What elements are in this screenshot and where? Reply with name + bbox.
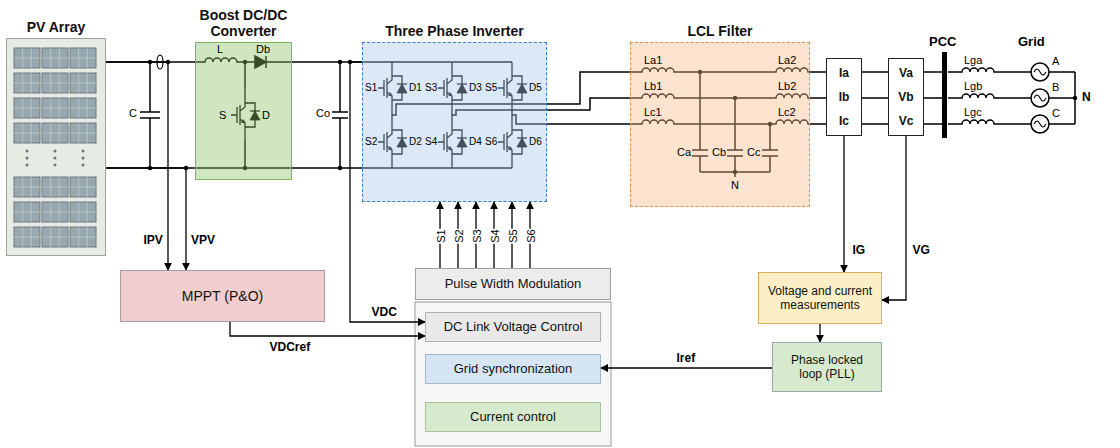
component-label: S2: [365, 136, 377, 148]
component-label: S5: [485, 82, 497, 94]
component-label: Lc2: [778, 106, 796, 118]
signal-label: Iref: [677, 351, 696, 365]
box-label: Ib: [839, 90, 850, 104]
component-label: La2: [778, 54, 796, 66]
component-label: D2: [409, 136, 422, 148]
measurement-block: Voltage and current measurements: [758, 272, 882, 324]
box-label: Current control: [470, 409, 556, 425]
signal-label: S2: [451, 228, 465, 243]
signal-label: VPV: [191, 233, 215, 247]
pwm-block: Pulse Width Modulation: [415, 268, 611, 300]
component-label: B: [1052, 81, 1059, 93]
component-label: D6: [529, 136, 542, 148]
box-label: Ia: [839, 66, 849, 80]
signal-label: VDC: [372, 305, 397, 319]
signal-arrow: [601, 367, 772, 368]
box-label: DC Link Voltage Control: [444, 319, 583, 335]
pcc-bus-bar: [942, 52, 947, 138]
component-label: D4: [469, 136, 482, 148]
component-label: N: [731, 179, 739, 191]
component-label: S1: [365, 82, 377, 94]
box-label: Vc: [899, 114, 914, 128]
box-label: MPPT (P&O): [182, 288, 263, 305]
block-title: LCL Filter: [645, 23, 795, 39]
signal-label: S4: [487, 228, 501, 243]
component-label: La1: [644, 54, 662, 66]
signal-label: IPV: [144, 233, 163, 247]
component-label: PCC: [929, 34, 956, 49]
component-label: D3: [469, 82, 482, 94]
component-label: Cc: [747, 146, 760, 158]
block-title: Three Phase Inverter: [360, 23, 550, 39]
component-label: S6: [485, 136, 497, 148]
power-wire: [810, 97, 826, 99]
mppt-block: MPPT (P&O): [120, 270, 325, 322]
signal-label: IG: [853, 243, 866, 257]
box-label: Pulse Width Modulation: [445, 276, 582, 292]
component-label: Co: [316, 107, 330, 119]
signal-label: S1: [433, 228, 447, 243]
inverter-block: Three Phase Inverter: [362, 42, 547, 202]
grid-sync-block: Grid synchronization: [425, 354, 601, 384]
component-label: Cb: [712, 146, 726, 158]
signal-label: S6: [523, 228, 537, 243]
component-label: A: [1052, 55, 1059, 67]
signal-label: S3: [469, 228, 483, 243]
box-label: Ic: [839, 114, 849, 128]
component-label: Lc1: [644, 106, 662, 118]
component-label: Lga: [964, 54, 982, 66]
box-label: Vb: [898, 90, 913, 104]
box-label: Voltage and current measurements: [764, 284, 876, 313]
voltage-sensor-box: VaVbVc: [888, 58, 924, 136]
component-label: Lb2: [778, 80, 796, 92]
component-label: D5: [529, 82, 542, 94]
component-label: S: [219, 109, 226, 121]
current-sensor-box: IaIbIc: [826, 58, 862, 136]
signal-label: VDCref: [270, 340, 311, 354]
component-label: Lgc: [964, 106, 982, 118]
block-title: Boost DC/DC Converter: [182, 7, 306, 39]
signal-arrow: [106, 168, 186, 270]
boost-converter-block: Boost DC/DC Converter: [195, 42, 292, 180]
control-frame: [415, 302, 611, 446]
component-label: N: [1082, 91, 1091, 103]
component-label: S4: [425, 136, 437, 148]
signal-arrow: [819, 324, 820, 342]
component-label: Lb1: [644, 80, 662, 92]
component-label: Db: [256, 43, 270, 55]
box-label: Va: [899, 66, 913, 80]
component-label: C: [129, 107, 137, 119]
component-label: Lgb: [964, 80, 982, 92]
power-wire: [862, 97, 888, 99]
block-title: PV Array: [6, 19, 106, 35]
component-label: D: [262, 109, 270, 121]
pv-array-block: PV Array: [6, 38, 106, 256]
component-label: S3: [425, 82, 437, 94]
component-label: C: [1052, 107, 1060, 119]
box-label: Grid synchronization: [454, 361, 573, 377]
component-label: Ca: [677, 146, 691, 158]
signal-arrow: [882, 136, 906, 300]
pll-block: Phase locked loop (PLL): [772, 342, 882, 392]
box-label: Phase locked loop (PLL): [778, 353, 876, 382]
signal-arrow: [843, 136, 844, 272]
dc-link-control-block: DC Link Voltage Control: [425, 312, 601, 342]
signal-arrow: [230, 322, 425, 336]
component-label: L: [217, 43, 223, 55]
signal-label: VG: [913, 243, 930, 257]
lcl-filter-block: LCL Filter: [630, 42, 810, 207]
signal-label: S5: [505, 228, 519, 243]
current-control-block: Current control: [425, 402, 601, 432]
signal-arrow: [106, 62, 168, 270]
component-label: Grid: [1018, 34, 1045, 49]
component-label: D1: [409, 82, 422, 94]
power-wire: [547, 98, 630, 110]
